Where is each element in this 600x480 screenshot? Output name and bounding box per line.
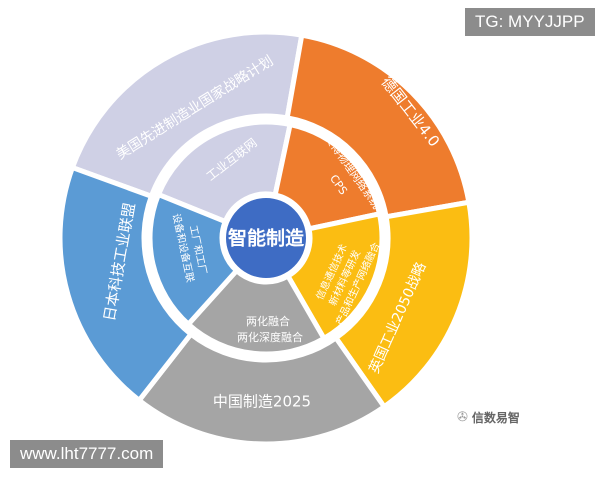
brand-name: 信数易智 xyxy=(471,411,520,425)
ring-segments xyxy=(57,29,475,447)
germany-outer-segment xyxy=(284,32,472,220)
japan-outer-segment xyxy=(57,164,195,404)
brand-mark: ✇ 信数易智 xyxy=(457,409,520,426)
usa-outer-segment xyxy=(69,29,305,200)
china-outer-segment xyxy=(135,330,388,447)
wechat-icon: ✇ xyxy=(457,410,468,425)
watermark-bottom-left: www.lht7777.com xyxy=(10,440,164,468)
center-circle xyxy=(222,194,310,282)
center-label: 智能制造 xyxy=(228,227,305,250)
china-inner-label-1: 两化融合 xyxy=(246,314,290,328)
china-outer-label: 中国制造2025 xyxy=(213,393,311,411)
china-inner-label-2: 两化深度融合 xyxy=(237,330,303,344)
watermark-top-right: TG: MYYJJPP xyxy=(465,8,595,36)
